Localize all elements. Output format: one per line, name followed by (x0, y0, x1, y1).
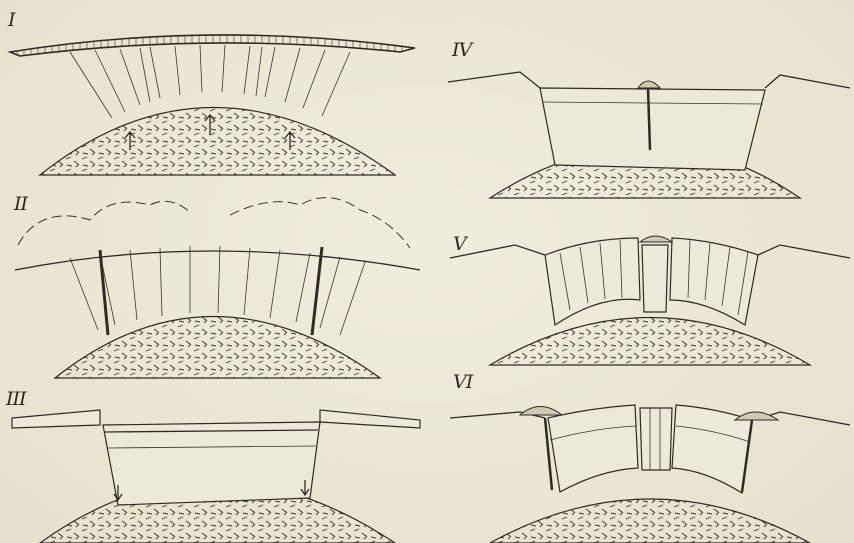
crust-right-3 (320, 410, 420, 428)
panel-1: I (7, 9, 415, 175)
panel-label-5: V (453, 233, 469, 255)
panel-label-6: VI (453, 371, 474, 393)
magma-chamber-6 (490, 499, 810, 543)
vent-right-2 (312, 247, 322, 335)
right-block-5 (670, 238, 758, 325)
ring-vent-cone-left-6 (520, 407, 562, 416)
panel-4: IV (448, 39, 850, 198)
panel-label-4: IV (451, 39, 475, 61)
panel-6: VI (450, 371, 850, 543)
vent-cone-4 (638, 81, 660, 88)
panel-label-2: II (13, 193, 29, 215)
panel-2: II (13, 193, 420, 378)
panel-3: III (5, 388, 420, 543)
magma-chamber-5 (490, 318, 810, 366)
vent-left-2 (100, 250, 108, 335)
crust-surface-2 (15, 251, 420, 270)
subsided-block-3 (103, 422, 320, 505)
panel-5: V (450, 233, 850, 365)
magma-chamber-1 (40, 108, 395, 176)
ash-cloud (18, 198, 410, 248)
left-block-6 (548, 405, 638, 492)
crust-left-3 (12, 410, 100, 428)
subsided-block-4 (540, 88, 765, 170)
central-plug-5 (642, 245, 668, 312)
central-plug-6 (640, 408, 672, 470)
magma-chamber-2 (55, 317, 380, 379)
vent-cone-5 (640, 236, 672, 242)
panel-label-1: I (7, 9, 16, 31)
ring-vent-cone-right-6 (735, 412, 778, 420)
panel-label-3: III (5, 388, 27, 410)
left-block-5 (545, 238, 640, 325)
